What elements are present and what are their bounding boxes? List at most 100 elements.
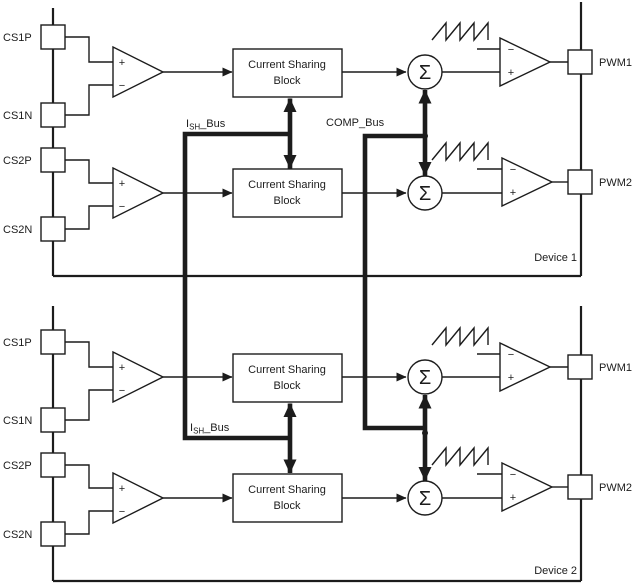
device2-label-cs2n: CS2N [3, 529, 32, 541]
plus-sign: + [119, 483, 125, 495]
plus-sign: + [510, 492, 516, 504]
ish-label-sub: SH [189, 123, 200, 132]
block-label-line2: Block [274, 75, 301, 87]
device1-current-sharing-block-2: Current Sharing Block [232, 168, 343, 218]
ish-label-base: I [190, 422, 193, 434]
minus-sign: − [119, 80, 125, 92]
device2-label: Device 2 [534, 565, 577, 577]
ish-bus-line [182, 131, 290, 441]
minus-sign: − [510, 164, 516, 176]
device1-label-pwm2: PWM2 [599, 177, 632, 189]
device2-label-pwm2: PWM2 [599, 482, 632, 494]
device1-input-wires [65, 36, 113, 230]
sawtooth-waveform [431, 141, 489, 162]
comparator-triangle [501, 461, 554, 513]
ish-label-rest: _Bus [199, 118, 226, 130]
sawtooth-waveform [431, 326, 489, 347]
minus-sign: − [119, 201, 125, 213]
opamp-triangle [112, 350, 165, 404]
device1-summer-1: Σ [407, 54, 443, 90]
block-label-line1: Current Sharing [248, 59, 326, 71]
comparator-triangle [499, 36, 552, 88]
opamp-triangle [112, 45, 165, 99]
device2-label-cs2p: CS2P [3, 460, 32, 472]
device1-summer-2: Σ [407, 175, 443, 211]
device1-current-sharing-block-1: Current Sharing Block [232, 48, 343, 98]
plus-sign: + [508, 67, 514, 79]
ish-label-rest: _Bus [203, 422, 230, 434]
device1-opamp1: + − [112, 45, 165, 99]
device2-current-sharing-block-2: Current Sharing Block [232, 473, 343, 523]
device2-opamp2: + − [112, 471, 165, 525]
plus-sign: + [119, 57, 125, 69]
device1-pad-pwm2 [567, 169, 593, 195]
device1-label-cs1n: CS1N [3, 110, 32, 122]
device-1: Device 1 CS1P CS1N CS2P CS2N + − + − [3, 2, 632, 278]
minus-sign: − [508, 44, 514, 56]
device1-comparator-1: − + [499, 36, 552, 88]
plus-sign: + [119, 362, 125, 374]
device2-current-sharing-block-1: Current Sharing Block [232, 353, 343, 403]
device1-label-pwm1: PWM1 [599, 57, 632, 69]
minus-sign: − [119, 385, 125, 397]
sawtooth-waveform [431, 21, 489, 42]
device1-pad-pwm1 [567, 49, 593, 75]
block-label-line2: Block [274, 195, 301, 207]
device2-ish-bus-label: ISH_Bus [190, 422, 230, 436]
sigma-symbol: Σ [419, 62, 431, 84]
device2-comparator-2: − + [501, 461, 554, 513]
block-label-line2: Block [274, 380, 301, 392]
device2-label-cs1n: CS1N [3, 415, 32, 427]
opamp-triangle [112, 471, 165, 525]
block-box [232, 48, 343, 98]
device2-summer-2: Σ [407, 480, 443, 516]
ish-label-base: I [186, 118, 189, 130]
device1-label-cs2p: CS2P [3, 155, 32, 167]
device2-comparator-1: − + [499, 341, 552, 393]
device-2: Device 2 CS1P CS1N CS2P CS2N + − + − [3, 306, 632, 583]
junction-dot [422, 430, 428, 436]
block-box [232, 168, 343, 218]
bus-network [182, 131, 425, 441]
device2-pad-cs2p [40, 452, 66, 478]
device2-pad-pwm2 [567, 474, 593, 500]
plus-sign: + [510, 187, 516, 199]
device2-label-cs1p: CS1P [3, 337, 32, 349]
device1-comparator-2: − + [501, 156, 554, 208]
device1-pad-cs2n [40, 216, 66, 242]
sigma-symbol: Σ [419, 488, 431, 510]
device2-label-pwm1: PWM1 [599, 362, 632, 374]
plus-sign: + [508, 372, 514, 384]
minus-sign: − [510, 469, 516, 481]
plus-sign: + [119, 178, 125, 190]
block-label-line1: Current Sharing [248, 364, 326, 376]
device2-pad-cs1p [40, 329, 66, 355]
device1-pad-cs2p [40, 147, 66, 173]
device1-ish-bus-label: ISH_Bus [186, 118, 226, 132]
device2-opamp1: + − [112, 350, 165, 404]
sigma-symbol: Σ [419, 367, 431, 389]
device2-pad-cs1n [40, 407, 66, 433]
device1-label-cs1p: CS1P [3, 32, 32, 44]
block-label-line2: Block [274, 500, 301, 512]
device1-opamp2: + − [112, 166, 165, 220]
device2-pad-pwm1 [567, 354, 593, 380]
device1-pad-cs1n [40, 102, 66, 128]
comparator-triangle [499, 341, 552, 393]
device1-label-cs2n: CS2N [3, 224, 32, 236]
device1-label: Device 1 [534, 252, 577, 264]
opamp-triangle [112, 166, 165, 220]
device2-summer-1: Σ [407, 359, 443, 395]
device2-pad-cs2n [40, 521, 66, 547]
block-label-line1: Current Sharing [248, 484, 326, 496]
block-box [232, 473, 343, 523]
minus-sign: − [119, 506, 125, 518]
comp-bus-line [362, 133, 425, 431]
minus-sign: − [508, 349, 514, 361]
comp-bus-label: COMP_Bus [326, 117, 385, 129]
device1-pad-cs1p [40, 24, 66, 50]
comparator-triangle [501, 156, 554, 208]
sawtooth-waveform [431, 446, 489, 467]
